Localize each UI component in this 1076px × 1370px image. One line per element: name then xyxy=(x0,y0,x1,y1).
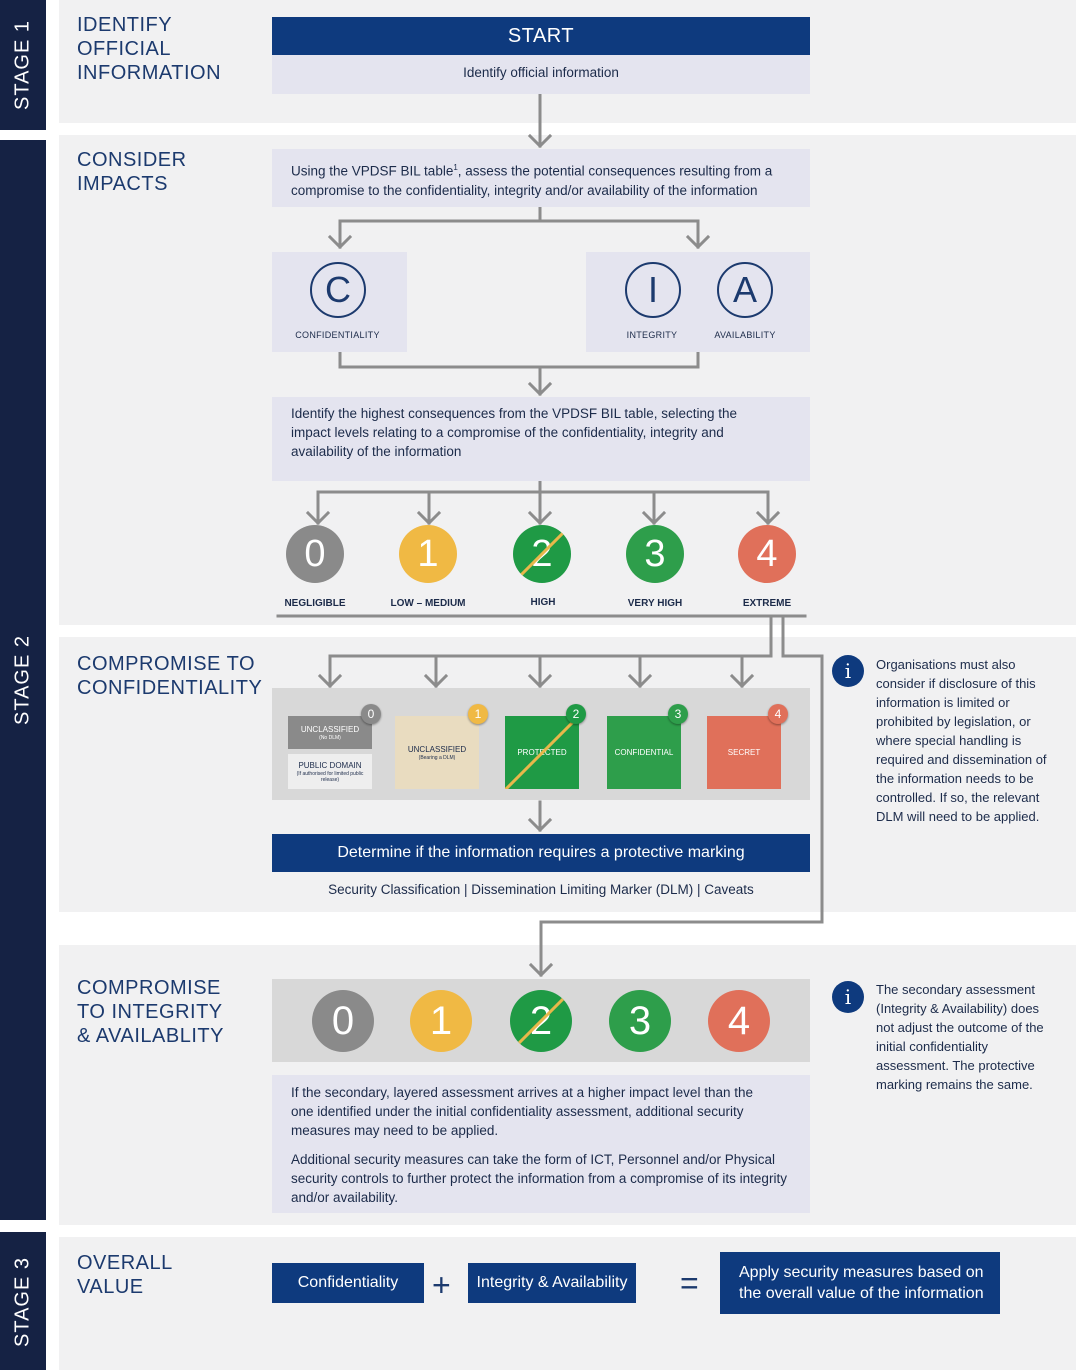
level-4-number: 4 xyxy=(756,533,778,575)
ia-level-0-number: 0 xyxy=(331,999,355,1043)
arrow-classifications xyxy=(328,614,773,688)
confidentiality-term-label: Confidentiality xyxy=(297,1274,399,1291)
ia-level-1: 1 xyxy=(410,990,472,1052)
start-desc-box: Identify official information xyxy=(272,55,810,94)
stage3-bar: STAGE 3 xyxy=(0,1232,46,1370)
level-1-label: LOW – MEDIUM xyxy=(390,598,466,609)
level-3-label: VERY HIGH xyxy=(627,598,683,609)
arrow-split-cia xyxy=(338,206,700,249)
a-letter-icon: A xyxy=(717,262,773,318)
c-letter-icon: C xyxy=(310,262,366,318)
protected-box: PROTECTED xyxy=(505,716,579,789)
confidentiality-term: Confidentiality xyxy=(272,1263,424,1303)
start-box: START xyxy=(272,17,810,55)
class-4-badge: 4 xyxy=(768,704,788,724)
footnote-ref: 1 xyxy=(453,163,458,172)
plus-sign: + xyxy=(432,1267,451,1303)
level-3-circle: 3 xyxy=(626,525,684,583)
class-0-label: UNCLASSIFIED xyxy=(300,724,360,734)
integrity-availability-term-label: Integrity & Availability xyxy=(476,1274,628,1291)
assess-box: Using the VPDSF BIL table1, assess the p… xyxy=(272,149,810,207)
info-icon-2: i xyxy=(832,981,864,1013)
class-1-label: UNCLASSIFIED xyxy=(407,744,467,754)
class-4-label: SECRET xyxy=(727,747,761,757)
secondary-text-1: If the secondary, layered assessment arr… xyxy=(291,1085,753,1138)
i-letter-icon: I xyxy=(625,262,681,318)
integrity-availability-term: Integrity & Availability xyxy=(468,1263,636,1303)
level-1-circle: 1 xyxy=(399,525,457,583)
integrity-caption: INTEGRITY xyxy=(626,330,678,340)
class-2-badge: 2 xyxy=(566,704,586,724)
arrow-ia-route xyxy=(539,614,824,977)
ia-level-4: 4 xyxy=(708,990,770,1052)
marking-label: Determine if the information requires a … xyxy=(337,844,745,861)
assess-text-b: , assess the potential consequences resu… xyxy=(291,163,773,198)
ia-level-2: 2 xyxy=(510,990,572,1052)
ia-level-3-number: 3 xyxy=(628,999,652,1043)
arrow-levels xyxy=(316,480,770,525)
secret-box: SECRET xyxy=(707,716,781,789)
class-3-badge: 3 xyxy=(668,704,688,724)
stage1-bar: STAGE 1 xyxy=(0,0,46,130)
level-2-label: HIGH xyxy=(530,597,556,608)
level-0-number: 0 xyxy=(304,533,326,575)
identify-title: IDENTIFY OFFICIAL INFORMATION xyxy=(77,14,222,84)
ia-level-1-number: 1 xyxy=(429,999,453,1043)
level-1-number: 1 xyxy=(417,533,439,575)
secondary-box: If the secondary, layered assessment arr… xyxy=(272,1075,810,1213)
confidentiality-caption: CONFIDENTIALITY xyxy=(295,330,380,340)
marking-box: Determine if the information requires a … xyxy=(272,834,810,872)
class-1-badge: 1 xyxy=(468,704,488,724)
assess-text-a: Using the VPDSF BIL table xyxy=(291,163,454,179)
level-0-label: NEGLIGIBLE xyxy=(284,598,346,609)
arrow-merge-cia xyxy=(338,350,700,396)
stage2-bar: STAGE 2 xyxy=(0,140,46,1220)
level-4-label: EXTREME xyxy=(742,598,792,609)
class-1-sub: (Bearing a DLM) xyxy=(418,754,456,761)
unclassified-no-dlm-box: UNCLASSIFIED (No DLM) xyxy=(288,716,372,749)
equals-sign: = xyxy=(680,1265,699,1301)
level-3-number: 3 xyxy=(644,533,666,575)
start-label: START xyxy=(507,25,575,47)
info-icon-1: i xyxy=(832,655,864,687)
result-label: Apply security measures based on the ove… xyxy=(739,1264,984,1302)
secondary-note: The secondary assessment (Integrity & Av… xyxy=(876,982,1044,1092)
overall-title: OVERALL VALUE xyxy=(77,1252,173,1298)
public-domain-box: PUBLIC DOMAIN (If authorised for limited… xyxy=(288,754,372,789)
ia-level-3: 3 xyxy=(609,990,671,1052)
protected-strike xyxy=(505,716,579,789)
class-0-sub: (No DLM) xyxy=(319,734,341,741)
ia-level-4-number: 4 xyxy=(727,999,751,1043)
impacts-title: CONSIDER IMPACTS xyxy=(77,149,187,195)
integrity-availability-title: COMPROMISE TO INTEGRITY & AVAILABLITY xyxy=(77,977,224,1047)
highest-box: Identify the highest consequences from t… xyxy=(272,397,810,481)
public-domain-sub: (If authorised for limited public releas… xyxy=(296,770,364,783)
confidential-box: CONFIDENTIAL xyxy=(607,716,681,789)
highest-text: Identify the highest consequences from t… xyxy=(291,406,738,459)
level-2-circle: 2 xyxy=(513,525,571,583)
start-desc: Identify official information xyxy=(463,65,619,80)
result-box: Apply security measures based on the ove… xyxy=(720,1252,1000,1314)
level-4-circle: 4 xyxy=(738,525,796,583)
unclassified-dlm-box: UNCLASSIFIED (Bearing a DLM) xyxy=(395,716,479,789)
level-0-circle: 0 xyxy=(286,525,344,583)
integrity-availability-box xyxy=(586,252,810,352)
confidentiality-title: COMPROMISE TO CONFIDENTIALITY xyxy=(77,653,263,699)
class-0-badge: 0 xyxy=(361,704,381,724)
availability-caption: AVAILABILITY xyxy=(714,330,776,340)
ia-level-0: 0 xyxy=(312,990,374,1052)
secondary-text-2: Additional security measures can take th… xyxy=(291,1152,787,1205)
marking-sub: Security Classification | Dissemination … xyxy=(328,882,754,897)
class-3-label: CONFIDENTIAL xyxy=(614,747,674,757)
legislation-note: Organisations must also consider if disc… xyxy=(876,657,1047,824)
assess-text: Using the VPDSF BIL table1, assess the p… xyxy=(291,158,791,200)
public-domain-label: PUBLIC DOMAIN xyxy=(298,760,362,770)
